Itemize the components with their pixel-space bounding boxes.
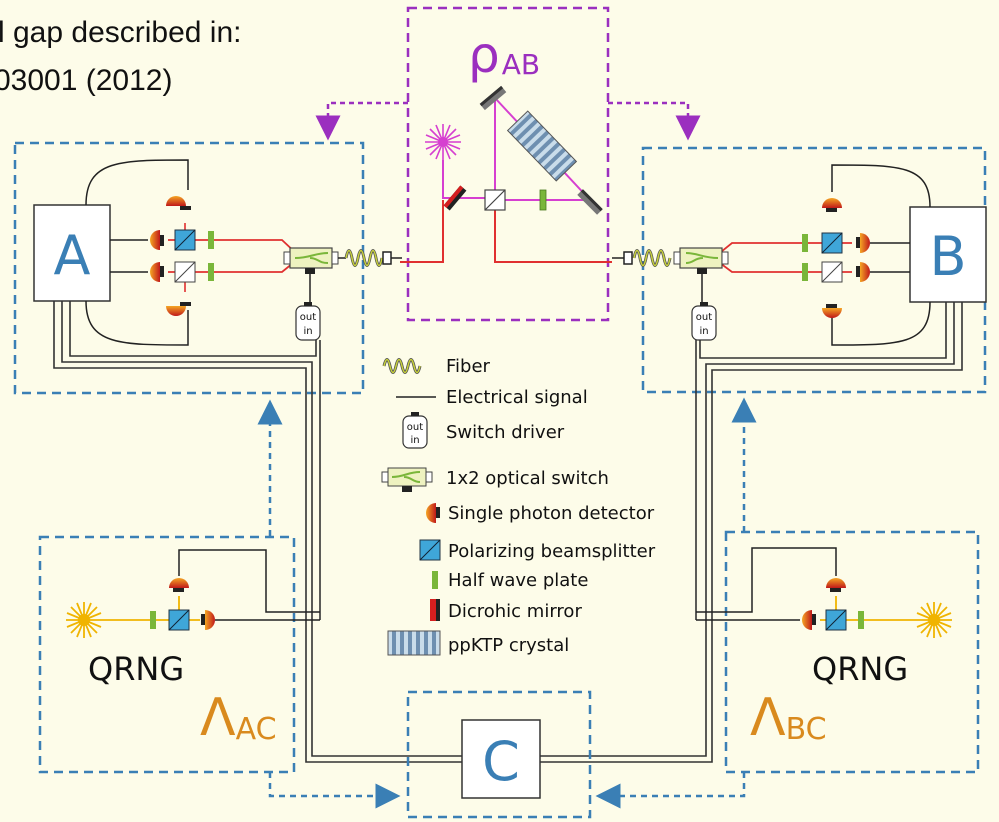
legend-fiber-icon [382,358,422,374]
alice-detector-top-icon [166,196,186,206]
source-beamsplitter-icon [484,189,506,211]
mirror-top-icon [479,85,507,111]
legend-hwp-icon [432,571,438,589]
bob-box [641,146,987,394]
legend-detector: Single photon detector [448,503,655,524]
legend-electrical: Electrical signal [446,387,588,408]
qrng-ac-hwp-icon [150,611,156,629]
qrng-bc-pbs-icon [825,609,847,631]
bob-driver-out: out [696,312,712,323]
bob-fiber-icon [612,249,672,267]
qrng-ac-label: QRNG [88,650,184,688]
legend-driver-in: in [410,435,419,446]
arrow-source-to-a [315,101,408,141]
bob-optical-switch-icon [673,247,729,274]
lambda-bc-label: ΛBC [750,688,827,748]
bob-hwp1-icon [802,234,808,252]
legend-switch-driver: Switch driver [446,422,565,443]
bob-pbs-icon [821,232,843,254]
bob-detector-bottom-icon [822,308,842,318]
legend-fiber: Fiber [446,356,491,377]
legend-optical-switch-icon [381,467,433,492]
legend-pbs-icon [419,539,441,561]
legend: Fiber Electrical signal out in Switch dr… [381,356,656,656]
qrng-bc-box [724,530,980,774]
qrng-ac-detector-right-icon [205,610,215,630]
alice-hwp1-icon [208,231,214,249]
ppktp-crystal-icon [506,110,578,182]
legend-pbs: Polarizing beamsplitter [448,541,656,562]
legend-detector-icon [426,503,440,523]
lambda-ac-label: ΛAC [200,688,277,748]
alice-box [13,141,365,395]
qrng-bc-detector-left-icon [802,610,812,630]
legend-switch-driver-icon: out in [402,412,428,449]
alice-device [33,204,111,302]
arrow-source-to-b [608,101,701,141]
mirror-right-icon [577,189,603,215]
alice-detector-left1-icon [150,230,160,250]
charlie-box [406,690,592,819]
bob-label: B [929,225,966,288]
charlie-device [461,719,541,799]
rho-label: ρAB [468,26,540,84]
alice-bs-icon [174,261,196,283]
dichroic-mirror-icon [443,185,467,211]
legend-dichroic: Dicrohic mirror [448,601,582,622]
legend-optical-switch: 1x2 optical switch [446,468,609,489]
arrow-qrng-ac-to-c [268,772,401,809]
bob-driver-in: in [699,326,708,337]
pump-laser-icon [425,124,461,160]
qrng-bc-hwp-icon [858,611,864,629]
legend-ppktp-icon [387,630,441,656]
qrng-ac-box [38,535,296,774]
bob-device [909,206,987,303]
alice-label: A [54,224,91,287]
qrng-ac-laser-icon [66,602,102,638]
alice-pbs-icon [174,229,196,251]
qrng-bc-detector-top-icon [826,578,846,588]
alice-optical-switch-icon [283,247,339,274]
qrng-ac-pbs-icon [168,609,190,631]
bob-detector-right1-icon [860,233,870,253]
header-line-2: 03001 (2012) [0,64,172,97]
alice-detector-left2-icon [150,262,160,282]
source-hwp-icon [539,189,547,211]
legend-ppktp: ppKTP crystal [448,635,569,656]
legend-dichroic-icon [430,599,440,621]
alice-hwp2-icon [208,263,214,281]
bob-detector-right2-icon [860,262,870,282]
bob-switch-driver-icon: out in [691,302,717,341]
legend-hwp: Half wave plate [448,570,588,591]
arrow-qrng-bc-to-c [595,772,746,809]
bob-detector-top-icon [822,198,842,208]
header-line-1: l gap described in: [0,16,242,49]
alice-fiber-icon [338,249,402,267]
alice-switch-driver-icon: out in [295,302,321,341]
bob-bs-icon [821,261,843,283]
qrng-ac-detector-top-icon [169,578,189,588]
charlie-label: C [482,730,520,793]
alice-driver-in: in [303,326,312,337]
alice-detector-bottom-icon [166,306,186,316]
legend-driver-out: out [407,422,423,433]
qrng-bc-laser-icon [916,602,952,638]
bob-hwp2-icon [802,263,808,281]
qrng-bc-label: QRNG [812,650,908,688]
alice-driver-out: out [300,312,316,323]
